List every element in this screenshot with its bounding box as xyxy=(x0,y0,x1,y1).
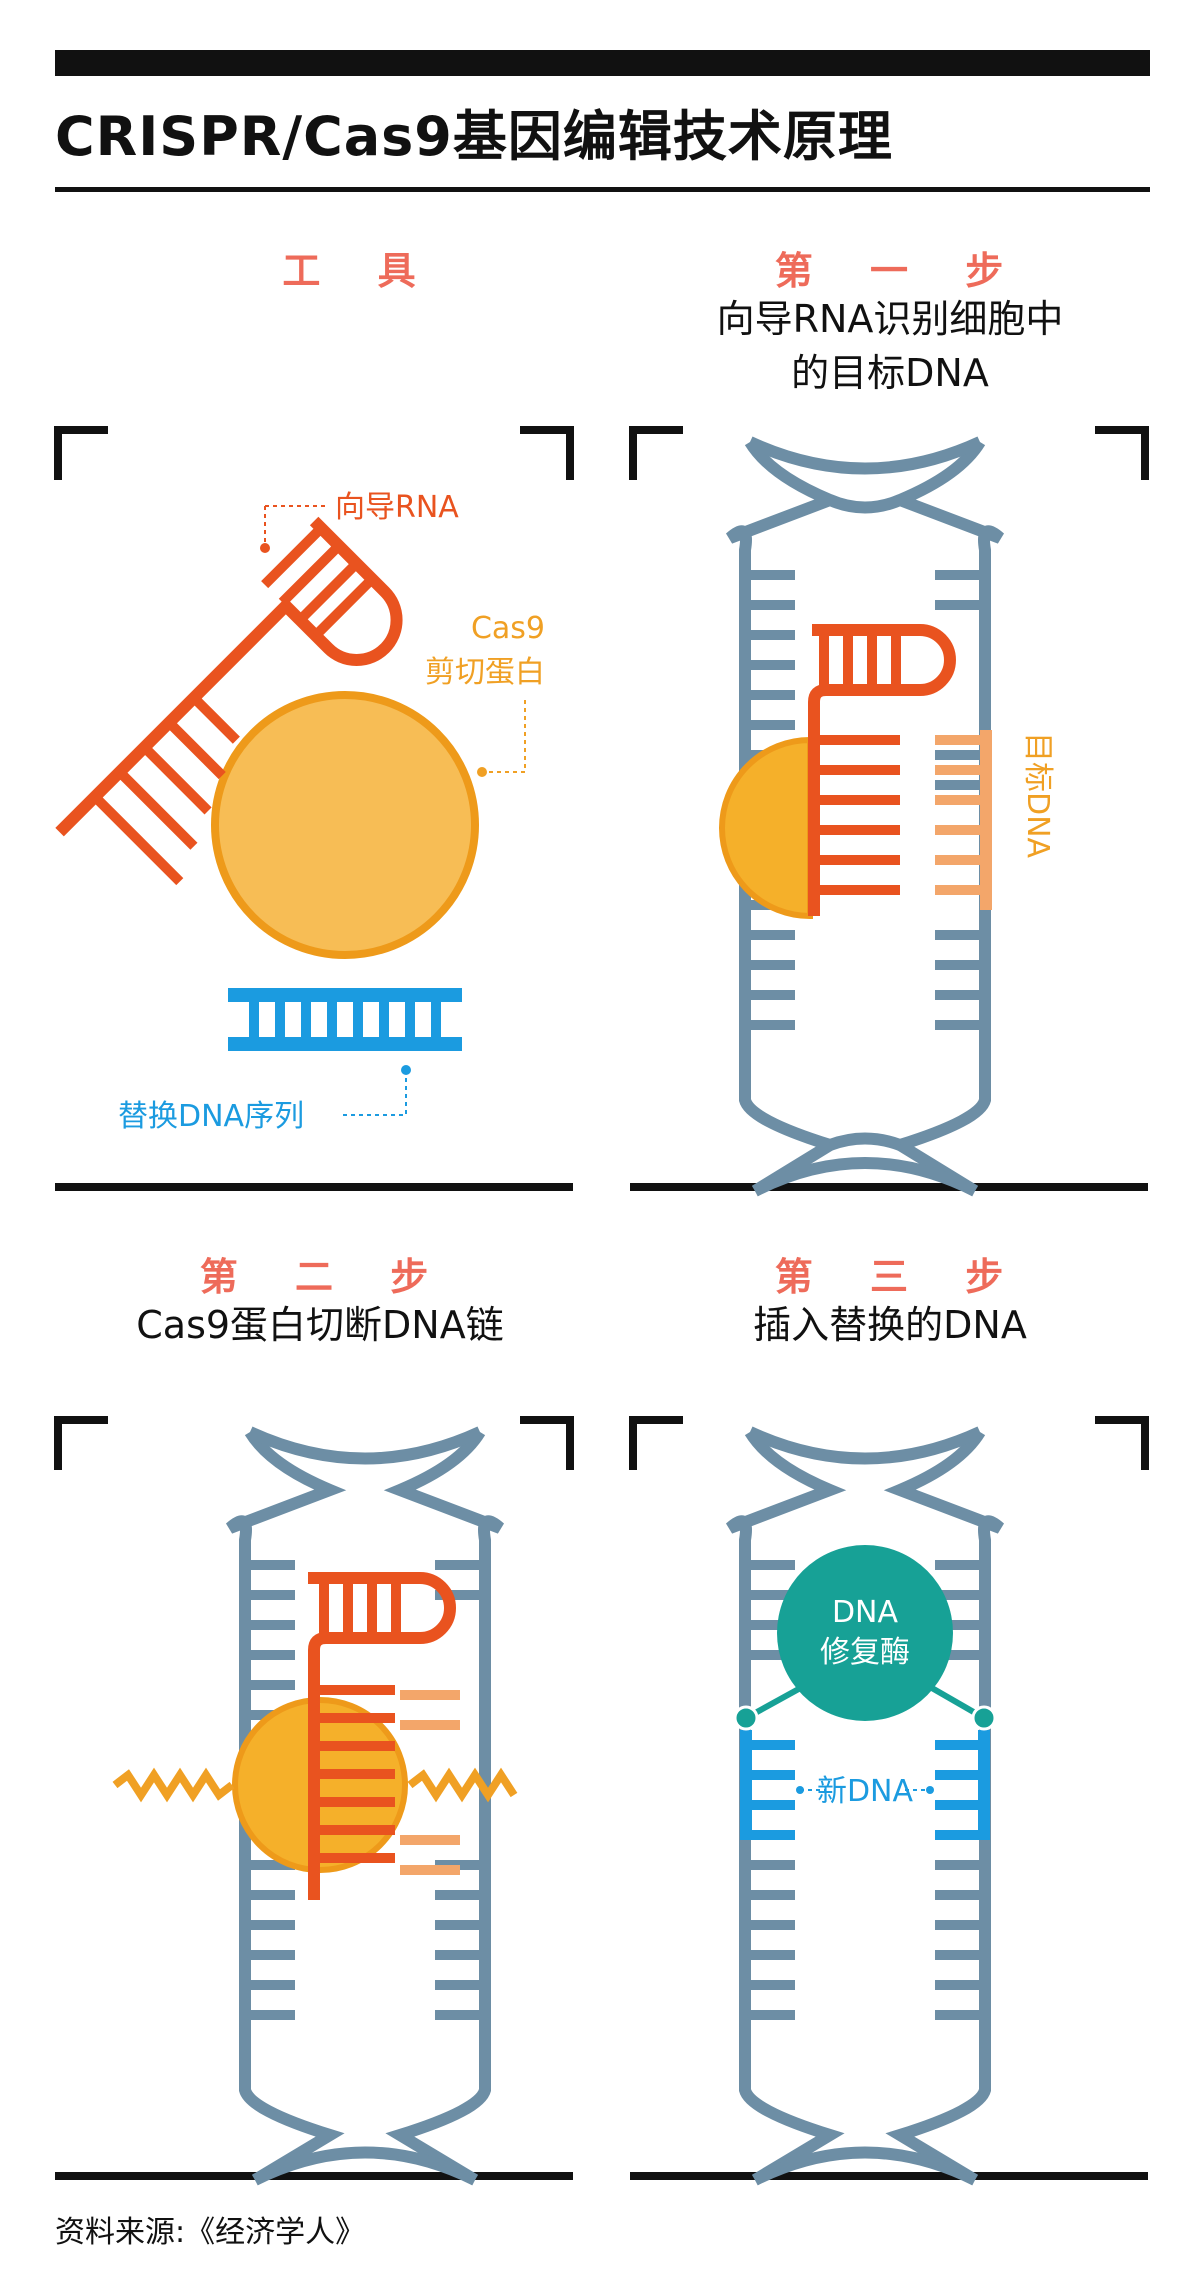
new-dna-label: 新DNA xyxy=(817,1774,914,1809)
dna-right-rungs xyxy=(935,570,979,1030)
top-bar xyxy=(55,50,1150,76)
guide-rna-rungs xyxy=(814,630,901,895)
step1-heading: 第 一 步 xyxy=(774,249,1026,293)
panel-baseline xyxy=(630,2172,1148,2180)
step2-heading: 第 二 步 xyxy=(199,1255,451,1299)
target-dna-label: 目标DNA xyxy=(1020,732,1055,859)
target-dna-rungs xyxy=(400,1690,460,1875)
corner-bracket xyxy=(629,426,683,480)
page-title: CRISPR/Cas9基因编辑技术原理 xyxy=(55,105,893,168)
panel-baseline xyxy=(55,2172,573,2180)
new-dna-rungs xyxy=(751,1740,979,1840)
step3-panel: DNA 修复酶 新DNA xyxy=(629,1416,1149,2186)
corner-bracket xyxy=(520,426,574,480)
cas9-label-line2: 剪切蛋白 xyxy=(425,655,545,690)
cas9-protein xyxy=(211,691,479,959)
new-dna-right-strand xyxy=(978,1730,990,1840)
dna-repair-enzyme xyxy=(777,1545,953,1721)
corner-bracket xyxy=(629,1416,683,1470)
corner-bracket xyxy=(1095,1416,1149,1470)
corner-bracket xyxy=(1095,426,1149,480)
step1-panel: 目标DNA xyxy=(629,426,1149,1197)
tools-panel: 向导RNA Cas9 剪切蛋白 xyxy=(54,426,574,1191)
cut-strand-left xyxy=(112,1767,235,1803)
replacement-dna xyxy=(228,988,462,1051)
dna-right-rungs xyxy=(435,1560,479,2020)
guide-rna xyxy=(308,1572,456,1900)
cas9-leader xyxy=(485,700,526,773)
dna-double-helix xyxy=(725,436,1005,1197)
guide-rna xyxy=(808,624,956,916)
step2-description: Cas9蛋白切断DNA链 xyxy=(136,1303,504,1347)
title-divider xyxy=(55,187,1150,192)
new-dna-dot-left xyxy=(796,1786,804,1794)
guide-rna xyxy=(55,516,403,886)
guide-rna-label: 向导RNA xyxy=(335,490,459,525)
target-dna-rungs xyxy=(935,735,980,895)
replacement-dna-leader xyxy=(340,1070,407,1116)
dna-double-helix xyxy=(225,1426,505,2186)
enzyme-attach-left xyxy=(733,1705,759,1731)
guide-rna-rungs xyxy=(314,1578,401,1863)
cas9-dot xyxy=(477,767,487,777)
guide-rna-dot xyxy=(260,543,270,553)
step1-description-line1: 向导RNA识别细胞中 xyxy=(716,297,1064,341)
source-note: 资料来源:《经济学人》 xyxy=(55,2215,366,2250)
cas9-protein xyxy=(719,736,813,920)
panel-baseline xyxy=(630,1183,1148,1191)
step3-description: 插入替换的DNA xyxy=(753,1303,1027,1347)
panel-baseline xyxy=(55,1183,573,1191)
corner-bracket xyxy=(520,1416,574,1470)
new-dna-dot-right xyxy=(926,1786,934,1794)
target-dna-strand xyxy=(980,730,992,910)
cut-strand-right xyxy=(407,1767,518,1803)
corner-bracket xyxy=(54,1416,108,1470)
tools-heading: 工 具 xyxy=(282,249,438,293)
step1-description-line2: 的目标DNA xyxy=(791,351,989,395)
cas9-label-line1: Cas9 xyxy=(471,611,545,646)
step3-heading: 第 三 步 xyxy=(774,1255,1026,1299)
step2-panel xyxy=(54,1416,574,2186)
new-dna-left-strand xyxy=(740,1730,752,1840)
corner-bracket xyxy=(54,426,108,480)
dna-double-helix xyxy=(725,1426,1005,2186)
replacement-dna-label: 替换DNA序列 xyxy=(118,1099,304,1134)
enzyme-label-line1: DNA xyxy=(832,1595,899,1630)
enzyme-label-line2: 修复酶 xyxy=(820,1635,910,1670)
enzyme-attach-right xyxy=(971,1705,997,1731)
